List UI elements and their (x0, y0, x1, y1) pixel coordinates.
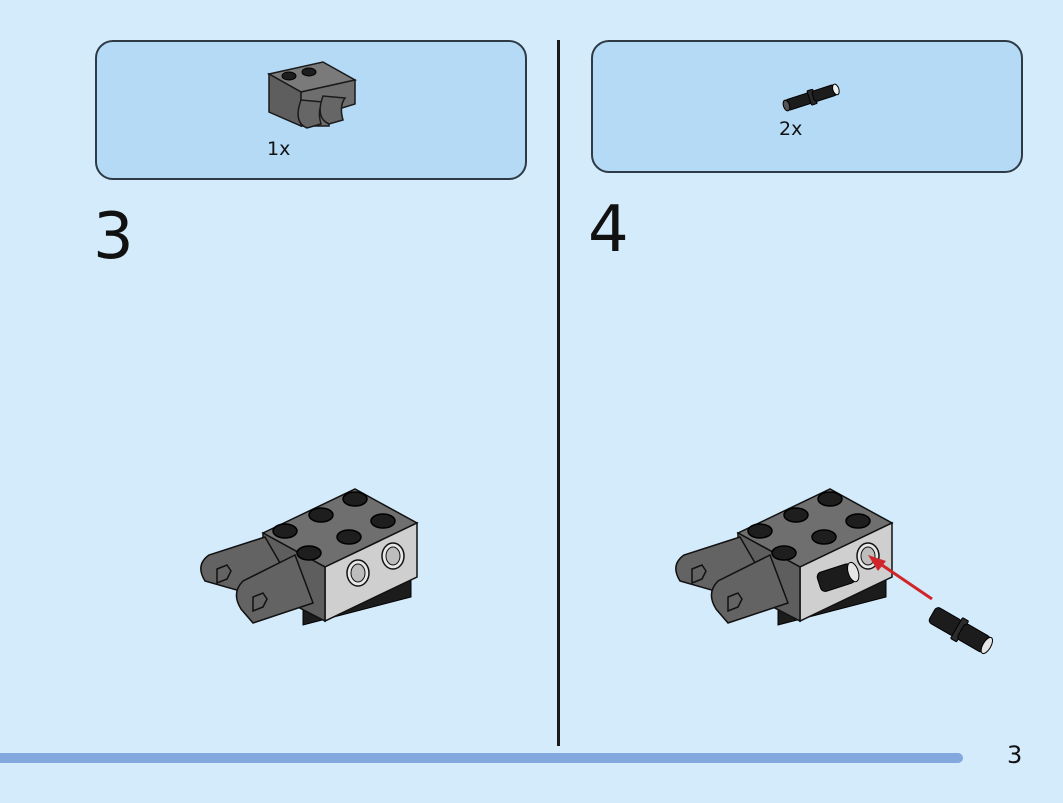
part-quantity: 2x (779, 118, 803, 140)
step-number: 3 (93, 200, 134, 274)
parts-callout-step-3: 1x (95, 40, 527, 180)
step-number: 4 (588, 193, 629, 267)
page-number: 3 (1007, 741, 1023, 769)
step-divider (557, 40, 560, 746)
loose-pin (928, 607, 994, 655)
technic-pin-icon (782, 83, 840, 112)
inserted-pin (816, 561, 860, 592)
part-quantity: 1x (267, 138, 291, 160)
step-3-assembly-illustration (200, 488, 419, 626)
insertion-arrow (875, 559, 933, 601)
technic-bracket-brick-icon (266, 61, 358, 129)
step-4-assembly-illustration (675, 488, 994, 655)
parts-callout-step-4: 2x (591, 40, 1023, 173)
page-progress-bar (0, 753, 963, 763)
